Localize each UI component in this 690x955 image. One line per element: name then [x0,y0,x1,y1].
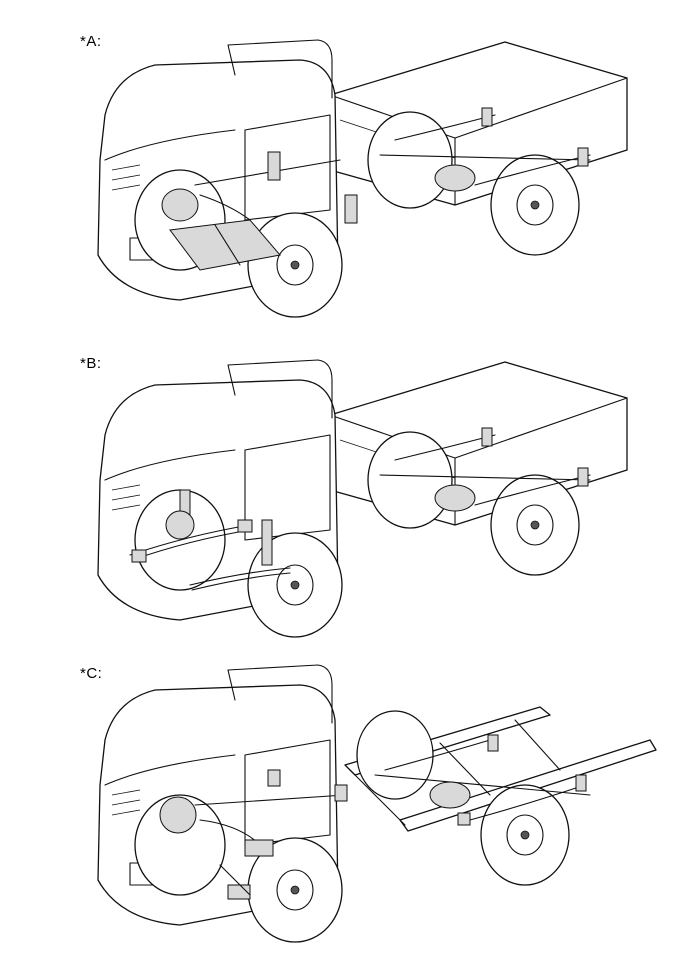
truck-diagram-b [0,340,690,650]
rear-axle-springs [379,107,591,192]
truck-diagram-a [0,20,690,330]
rear-wheels [356,710,570,886]
diagram-label-c: *C: [80,665,103,682]
truck-chassis-frame-c [97,664,657,943]
diagram-label-b: *B: [80,355,102,372]
truck-diagram-c [0,645,690,955]
rear-axle-springs [379,427,591,512]
truck-cargo-bed-leaf-spring-front-b [97,359,628,638]
front-suspension-leaf-spring [129,489,291,591]
rear-wheels [367,111,580,256]
front-wheels [134,794,343,943]
rear-axle-springs [374,734,591,826]
truck-cargo-bed-front-suspension-a [97,39,628,318]
front-suspension-independent [159,769,348,900]
diagram-label-a: *A: [80,33,102,50]
rear-wheels [367,431,580,576]
front-suspension-independent [161,151,358,271]
